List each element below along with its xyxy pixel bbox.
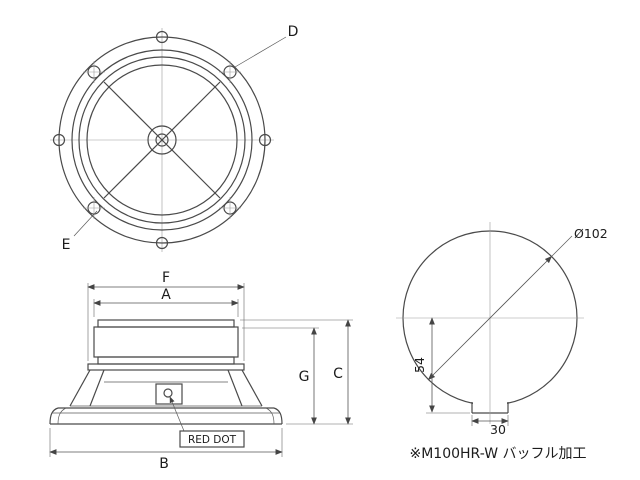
rim-hole-top [155, 30, 169, 44]
cross-line-2 [103, 81, 221, 199]
baffle-right-curve [273, 407, 283, 425]
caption-text: ※M100HR-W バッフル加工 [410, 446, 587, 462]
leader-e [73, 210, 98, 237]
rim-hole-left [52, 133, 66, 147]
baffle-right-inner-curve [265, 407, 275, 425]
label-f: F [162, 270, 170, 286]
front-view: D E [50, 24, 298, 253]
red-dot-callout: RED DOT [169, 396, 245, 448]
dust-cap-circle [147, 125, 177, 155]
flange-outer-circle [58, 36, 266, 244]
magnet-top-plate [97, 319, 235, 328]
rear-view: Ø102 54 30 [396, 222, 608, 437]
screw-hole-bottom-left [83, 197, 105, 219]
dim-f: F [87, 270, 245, 361]
label-e: E [62, 237, 71, 253]
screw-hole-bottom-right [219, 197, 241, 219]
basket-left-outer [69, 369, 91, 407]
gasket-inner-circle [78, 56, 246, 224]
dim-diameter: Ø102 [427, 226, 608, 381]
label-b: B [159, 456, 169, 472]
basket-right-outer [241, 369, 263, 407]
red-dot-text: RED DOT [188, 434, 237, 446]
red-dot-mark [163, 388, 173, 398]
label-54: 54 [412, 357, 427, 373]
rim-hole-bottom [155, 236, 169, 250]
terminal-block [155, 383, 183, 405]
dim-g: G [242, 327, 319, 425]
label-30: 30 [490, 422, 506, 437]
screw-hole-top-right [219, 61, 241, 83]
leader-d [234, 36, 287, 68]
basket-left-inner [89, 369, 105, 407]
center-hole-circle [155, 133, 169, 147]
gasket-outer-circle [71, 49, 253, 231]
dim-tab-30: 30 [471, 415, 509, 437]
dim-c: C [240, 319, 353, 425]
red-dot-box [179, 430, 245, 448]
screw-hole-top-left [83, 61, 105, 83]
baffle-left-curve [49, 407, 59, 425]
label-c: C [333, 366, 343, 382]
magnet-bottom-plate [97, 356, 235, 365]
dim-a: A [93, 287, 239, 317]
basket-right-inner [227, 369, 243, 407]
frame-top-flange [87, 363, 245, 371]
red-dot-leader [169, 396, 185, 432]
rim-hole-right [258, 133, 272, 147]
dim-height-54: 54 [412, 317, 470, 414]
label-d: D [288, 24, 299, 40]
dim-b: B [49, 428, 283, 472]
label-a: A [161, 287, 171, 303]
side-view: F A C G B [49, 270, 353, 472]
magnet-block [93, 326, 239, 358]
label-diameter: Ø102 [574, 226, 608, 241]
label-g: G [299, 369, 310, 385]
baffle-left-inner-curve [57, 407, 67, 425]
surround-circle [86, 64, 238, 216]
